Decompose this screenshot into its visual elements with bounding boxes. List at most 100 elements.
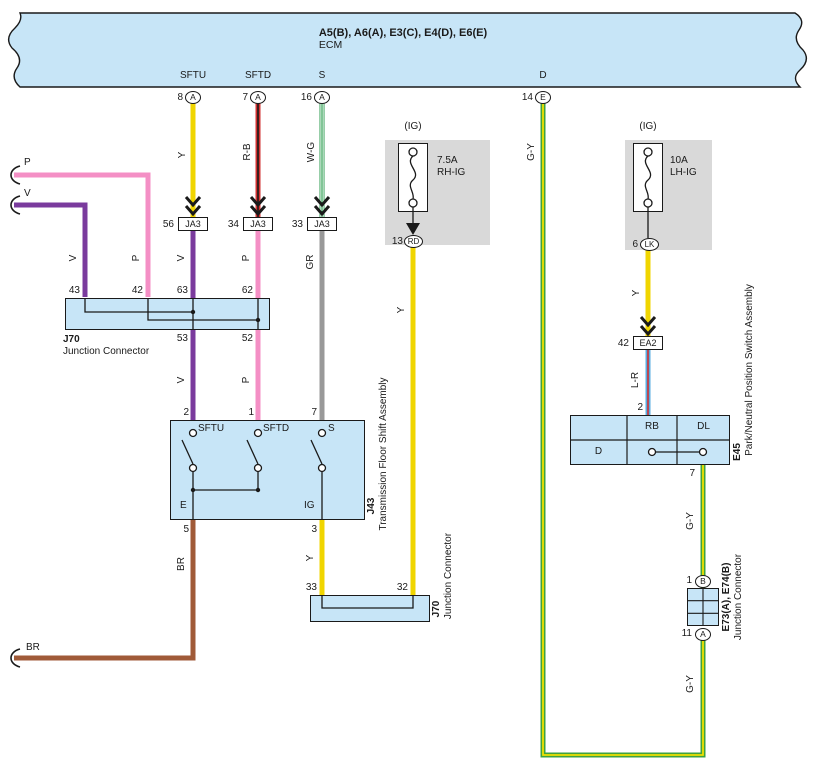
wire-v-entry bbox=[14, 202, 88, 297]
j70-pin-52: 52 bbox=[241, 333, 253, 344]
fuse-lh-ig-label: (IG) bbox=[639, 121, 657, 132]
ea2-pin-42: 42 bbox=[617, 338, 629, 349]
ecm-title: A5(B), A6(A), E3(C), E4(D), E6(E) bbox=[318, 27, 488, 39]
shell-a-sftu: A bbox=[185, 91, 201, 104]
fuse-lh-pin-6: 6 bbox=[632, 239, 638, 250]
j70-pin-43: 43 bbox=[68, 285, 80, 296]
ja3-connector-2: JA3 bbox=[243, 217, 273, 231]
junction-arrows-ea2 bbox=[639, 316, 657, 337]
junction-arrows-ja3-3 bbox=[313, 196, 331, 217]
j43-label-sftu: SFTU bbox=[198, 423, 225, 434]
j43-switches bbox=[181, 428, 327, 520]
e45-cell-rb: RB bbox=[645, 421, 659, 432]
wire-label-lr: L-R bbox=[630, 371, 641, 389]
j70-top-junction-dot-1 bbox=[190, 309, 196, 315]
e45-contacts bbox=[647, 447, 708, 457]
ja3-pin-34: 34 bbox=[227, 219, 239, 230]
wire-label-p-entry: P bbox=[131, 254, 142, 262]
e45-cell-dl: DL bbox=[697, 421, 710, 432]
shell-b-e73: B bbox=[695, 575, 711, 588]
e45-pin-7: 7 bbox=[689, 468, 695, 479]
e73-caption: Junction Connector bbox=[733, 553, 744, 641]
wire-label-y-j43: Y bbox=[305, 554, 316, 562]
j70-bottom-internal bbox=[321, 595, 414, 609]
j70-pin-63: 63 bbox=[176, 285, 188, 296]
j43-label-s: S bbox=[328, 423, 335, 434]
wire-label-v-low: V bbox=[176, 376, 187, 384]
j70-top-junction-dot-2 bbox=[255, 317, 261, 323]
wire-label-p-left: P bbox=[24, 157, 31, 168]
ecm-header: A5(B), A6(A), E3(C), E4(D), E6(E) ECM bbox=[0, 27, 806, 53]
j43-junction-dot-1 bbox=[190, 487, 196, 493]
ja3-connector-1: JA3 bbox=[178, 217, 208, 231]
fuse-symbol-rh bbox=[408, 147, 418, 223]
j70-bottom-name: J70 bbox=[431, 600, 442, 618]
shell-e-d: E bbox=[535, 91, 551, 104]
j43-box bbox=[170, 420, 365, 520]
ecm-pin-label-sftd: SFTD bbox=[244, 70, 272, 81]
e73-pin-1: 1 bbox=[686, 575, 692, 586]
wire-label-gy-bottom: G-Y bbox=[685, 675, 696, 693]
j70-top-name: J70 bbox=[63, 334, 80, 345]
break-symbol-p bbox=[10, 165, 21, 185]
j43-label-sftd: SFTD bbox=[263, 423, 290, 434]
ecm-pin-num-7: 7 bbox=[242, 92, 248, 103]
j43-pin-7: 7 bbox=[311, 407, 317, 418]
e45-cell-d: D bbox=[594, 446, 603, 457]
ecm-pin-num-16: 16 bbox=[300, 92, 312, 103]
j43-label-ig: IG bbox=[304, 500, 315, 511]
j43-pin-1: 1 bbox=[248, 407, 254, 418]
wire-label-rb: R-B bbox=[242, 143, 253, 161]
shell-lk: LK bbox=[640, 238, 659, 251]
ecm-pin-label-sftu: SFTU bbox=[179, 70, 207, 81]
j70b-pin-33: 33 bbox=[305, 582, 317, 593]
ecm-pin-num-14: 14 bbox=[521, 92, 533, 103]
fuse-rh-rating: 7.5A bbox=[437, 155, 458, 166]
wire-label-y-lh: Y bbox=[631, 289, 642, 297]
wire-br-ground bbox=[14, 520, 196, 661]
wire-label-y-rh: Y bbox=[396, 306, 407, 314]
e73-pin-11: 11 bbox=[681, 628, 692, 639]
ecm-pin-num-8: 8 bbox=[177, 92, 183, 103]
e73-grid bbox=[687, 588, 719, 626]
ja3-pin-33: 33 bbox=[291, 219, 303, 230]
e45-pin-2: 2 bbox=[637, 402, 643, 413]
j43-pin-2: 2 bbox=[183, 407, 189, 418]
wire-label-br-left: BR bbox=[26, 642, 40, 653]
ecm-pin-label-d: D bbox=[539, 70, 547, 81]
wire-label-p-mid: P bbox=[241, 254, 252, 262]
e73-name: E73(A), E74(B) bbox=[721, 562, 732, 632]
j70-pin-42: 42 bbox=[131, 285, 143, 296]
wire-label-v-entry: V bbox=[68, 254, 79, 262]
shell-rd: RD bbox=[404, 235, 423, 248]
j43-junction-dot-2 bbox=[255, 487, 261, 493]
fuse-rh-arrow bbox=[406, 223, 420, 235]
fuse-lh-rating: 10A bbox=[670, 155, 688, 166]
j70b-pin-32: 32 bbox=[396, 582, 408, 593]
e45-name: E45 bbox=[732, 443, 743, 461]
junction-arrows-ja3-1 bbox=[184, 196, 202, 217]
wire-label-wg: W-G bbox=[306, 141, 317, 163]
fuse-symbol-lh bbox=[643, 147, 653, 238]
j70-top-box bbox=[65, 298, 270, 330]
wire-label-y-sftu: Y bbox=[177, 151, 188, 159]
wire-label-br: BR bbox=[176, 557, 187, 571]
j43-label-e: E bbox=[180, 500, 187, 511]
j70-top-internal bbox=[84, 298, 259, 330]
break-symbol-br bbox=[10, 648, 21, 668]
j43-caption: Transmission Floor Shift Assembly bbox=[378, 377, 389, 531]
ecm-name: ECM bbox=[318, 39, 343, 51]
wire-label-gy-e45: G-Y bbox=[685, 512, 696, 530]
wire-p-entry bbox=[14, 172, 151, 297]
j70-pin-62: 62 bbox=[241, 285, 253, 296]
shell-a-e73: A bbox=[695, 628, 711, 641]
shell-a-sftd: A bbox=[250, 91, 266, 104]
shell-a-s: A bbox=[314, 91, 330, 104]
ja3-connector-3: JA3 bbox=[307, 217, 337, 231]
wire-label-gy-top: G-Y bbox=[526, 143, 537, 161]
fuse-rh-name: RH-IG bbox=[437, 167, 466, 178]
e45-caption: Park/Neutral Position Switch Assembly bbox=[744, 284, 755, 456]
ea2-connector: EA2 bbox=[633, 336, 663, 350]
